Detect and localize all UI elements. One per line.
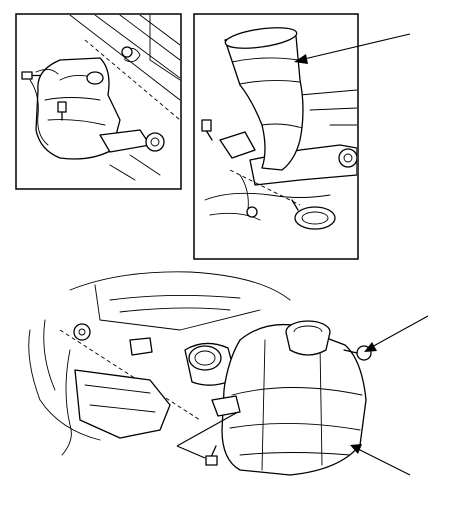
bolt-icon [57,101,67,121]
callout-duct [294,33,411,64]
bolt-icon [21,71,41,80]
main-view [28,271,372,476]
detail-panel-left [15,13,182,190]
callout-housing [350,444,411,476]
bolt-icon [205,445,218,466]
detail-panel-right [193,13,359,260]
bolt-icon [201,119,213,141]
callout-leaders [176,33,429,476]
callout-lower-bolt [176,411,239,459]
clamp-icon [291,199,336,230]
callout-right-bolt [364,315,429,352]
